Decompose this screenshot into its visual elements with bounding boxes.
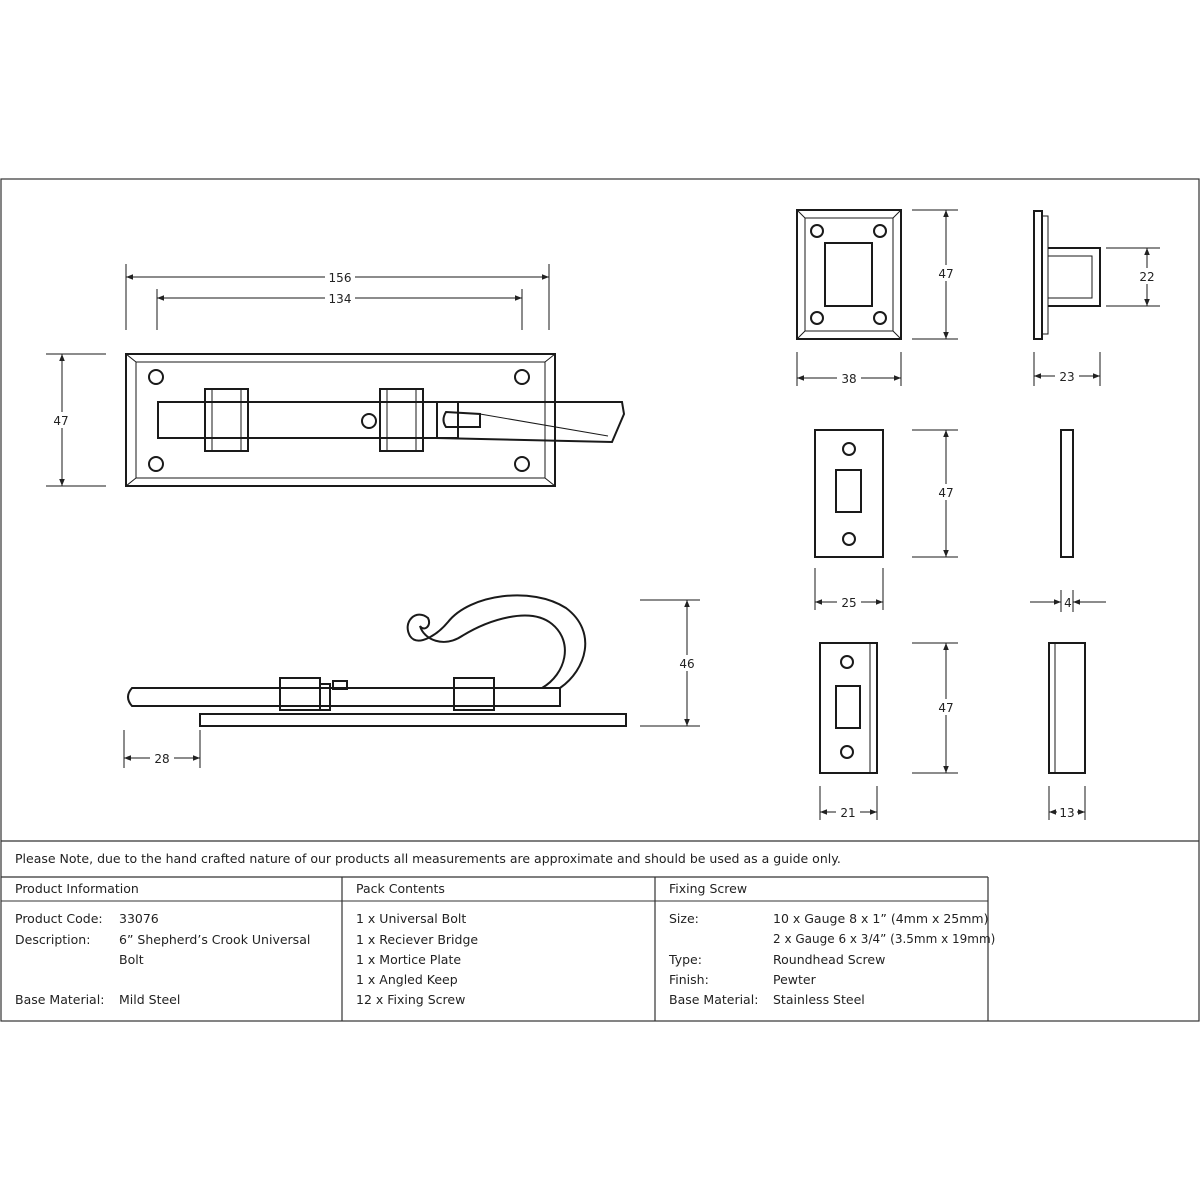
drawing-frame: [0, 178, 1200, 1022]
dim-bridge-side-depth: 23: [1059, 370, 1074, 384]
description-line2: Bolt: [119, 952, 144, 967]
mortice-plate-side-view: [1060, 429, 1074, 558]
screw-type-value: Roundhead Screw: [773, 952, 886, 967]
bolt-front-dimensions: 156 134 47: [46, 264, 550, 487]
dim-mortice-height: 47: [938, 486, 953, 500]
screw-finish-value: Pewter: [773, 972, 816, 987]
pack-item: 12 x Fixing Screw: [356, 992, 466, 1007]
dim-bolt-overall-length: 156: [329, 271, 352, 285]
pack-item: 1 x Reciever Bridge: [356, 932, 479, 947]
angled-keep-side-dimensions: 13: [1048, 786, 1086, 820]
pack-item: 1 x Mortice Plate: [356, 952, 462, 967]
description-label: Description:: [15, 932, 91, 947]
dim-bolt-side-height: 46: [679, 657, 694, 671]
dim-keep-depth: 13: [1059, 806, 1074, 820]
dim-bridge-width: 38: [841, 372, 856, 386]
dim-bolt-plate-height: 47: [53, 414, 68, 428]
pack-item: 1 x Angled Keep: [356, 972, 458, 987]
fixing-screw-header: Fixing Screw: [669, 881, 748, 896]
dim-keep-width: 21: [840, 806, 855, 820]
dim-mortice-width: 25: [841, 596, 856, 610]
receiver-bridge-front-dimensions: 47 38: [796, 209, 958, 386]
pack-contents-header: Pack Contents: [356, 881, 445, 896]
screw-size-label: Size:: [669, 911, 699, 926]
mortice-plate-front-dimensions: 47 25: [814, 429, 958, 610]
bolt-side-view: [127, 594, 627, 727]
dim-keep-height: 47: [938, 701, 953, 715]
dim-mortice-thickness: 4: [1064, 596, 1072, 610]
dim-bolt-hole-centres: 134: [329, 292, 352, 306]
screw-size-value-1: 10 x Gauge 8 x 1” (4mm x 25mm): [773, 911, 989, 926]
dim-bolt-offset: 28: [154, 752, 169, 766]
measurement-note: Please Note, due to the hand crafted nat…: [15, 851, 841, 866]
screw-material-label: Base Material:: [669, 992, 759, 1007]
pack-item: 1 x Universal Bolt: [356, 911, 467, 926]
dim-bridge-height: 47: [938, 267, 953, 281]
mortice-plate-front-view: [814, 429, 884, 558]
receiver-bridge-front-view: [796, 209, 902, 340]
screw-finish-label: Finish:: [669, 972, 709, 987]
screw-material-value: Stainless Steel: [773, 992, 865, 1007]
angled-keep-front-dimensions: 47 21: [819, 642, 958, 820]
receiver-bridge-side-view: [1033, 210, 1101, 340]
mortice-plate-side-dimensions: 4: [1030, 590, 1106, 612]
dim-bridge-side-height: 22: [1139, 270, 1154, 284]
receiver-bridge-side-dimensions: 22 23: [1033, 247, 1160, 386]
description-line1: 6” Shepherd’s Crook Universal: [119, 932, 311, 947]
product-code-value: 33076: [119, 911, 159, 926]
bolt-side-dimensions: 46 28: [123, 599, 700, 768]
angled-keep-front-view: [819, 642, 878, 774]
screw-size-value-2: 2 x Gauge 6 x 3/4” (3.5mm x 19mm): [773, 932, 996, 946]
product-material-value: Mild Steel: [119, 992, 181, 1007]
product-code-label: Product Code:: [15, 911, 103, 926]
screw-type-label: Type:: [669, 952, 702, 967]
angled-keep-side-view: [1048, 642, 1086, 774]
bolt-front-view: [125, 353, 626, 487]
product-material-label: Base Material:: [15, 992, 105, 1007]
product-info-header: Product Information: [15, 881, 139, 896]
